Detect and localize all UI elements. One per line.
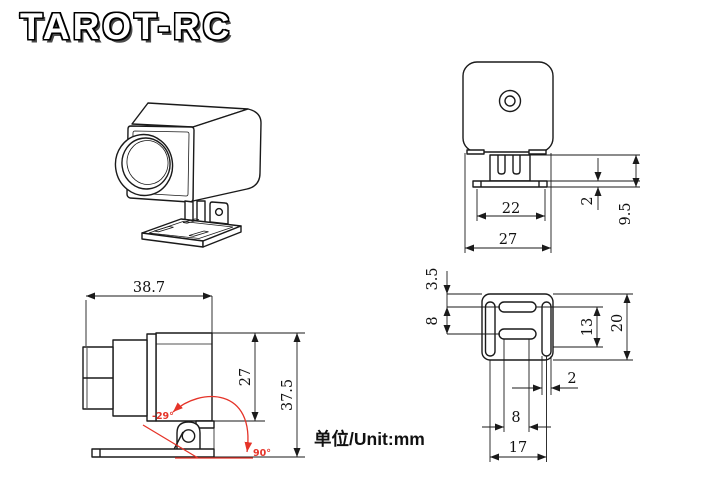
tilt-range-annotation: -29° 90° <box>142 395 271 459</box>
dim-edge-to-slot: 3.5 <box>425 267 441 290</box>
dim-center-slot-length: 8 <box>511 410 520 426</box>
rear-view-drawing: 22 27 2 9.5 <box>462 61 640 253</box>
side-mount-outline <box>91 420 215 458</box>
brand-logo-text: TAROT-RC <box>20 6 233 47</box>
angle-tilt-up-label: -29° <box>152 411 174 422</box>
camera-3d-mount <box>141 200 242 248</box>
camera-3d-body <box>114 102 262 203</box>
dim-body-width: 27 <box>499 232 517 248</box>
dim-total-length: 38.7 <box>133 280 165 296</box>
base-plate-dimensions: 3.5 8 13 20 2 8 17 <box>425 267 633 462</box>
dim-slot-width: 2 <box>567 371 576 387</box>
side-camera-outline <box>82 332 213 422</box>
base-plate-outline <box>481 293 554 361</box>
left-slot <box>484 301 496 357</box>
rear-screw-outer <box>498 89 522 113</box>
dim-side-slot-height: 13 <box>580 318 596 336</box>
dim-slot-row-spacing: 8 <box>425 316 441 325</box>
rear-view-dimensions: 22 27 2 9.5 <box>464 153 640 253</box>
rear-screw-inner <box>504 95 516 107</box>
dim-side-slot-spacing: 17 <box>509 440 527 456</box>
camera-lens-3d <box>114 133 174 197</box>
dim-plate-depth: 20 <box>610 314 626 332</box>
dim-body-height: 27 <box>238 368 254 386</box>
rear-mount-outline <box>472 154 548 188</box>
unit-note: 单位/Unit:mm <box>314 429 425 449</box>
side-view-drawing: 38.7 27 37.5 -29° 90° <box>82 280 305 459</box>
camera-rear-outline <box>462 61 554 155</box>
perspective-view-drawing <box>114 102 262 248</box>
dim-mount-height: 9.5 <box>618 202 634 225</box>
dim-mount-plate-width: 22 <box>502 201 520 217</box>
dim-plate-thickness: 2 <box>580 196 596 205</box>
brand-logo: TAROT-RC <box>20 6 280 58</box>
dim-total-height: 37.5 <box>280 379 296 411</box>
angle-tilt-down-label: 90° <box>253 448 271 459</box>
base-plate-view-drawing: 3.5 8 13 20 2 8 17 <box>425 267 633 462</box>
